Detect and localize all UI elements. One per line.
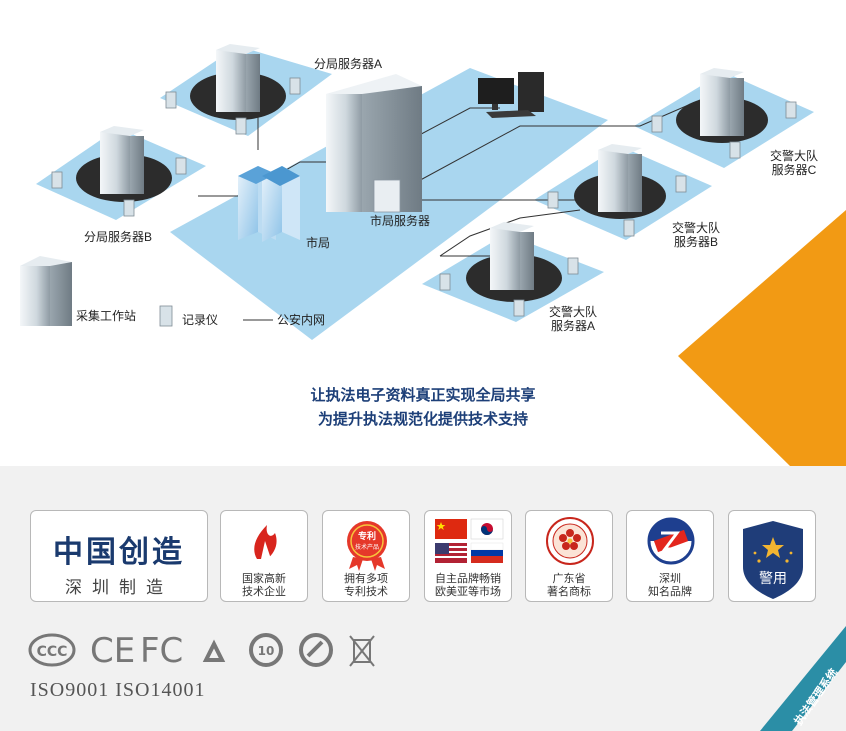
label-traffic-a-line1: 交警大队 (548, 305, 597, 319)
legend-icons (20, 256, 273, 327)
russia-flag-icon (470, 542, 504, 551)
ccc-icon: CCC (28, 633, 76, 667)
badge-high-tech-line2: 技术企业 (242, 586, 286, 598)
badge-patent-line2: 专利技术 (344, 586, 388, 598)
label-traffic-server-a: 交警大队 服务器A (543, 305, 603, 333)
label-traffic-a-line2: 服务器A (550, 319, 595, 333)
label-city-server: 市局服务器 (370, 214, 431, 228)
police-use-label: 警用 (759, 571, 787, 587)
certification-marks: CCC CE FC 10 (28, 632, 375, 671)
svg-text:10: 10 (258, 644, 275, 658)
weee-bin-icon (349, 635, 375, 667)
label-branch-server-a: 分局服务器A (314, 57, 383, 71)
legend-workstation: 采集工作站 (76, 309, 137, 323)
badge-export-markets: 自主品牌畅销 欧美亚等市场 (424, 510, 512, 602)
label-city-bureau: 市局 (306, 236, 331, 250)
slogan-line-1: 让执法电子资料真正实现全局共享 (310, 387, 536, 404)
shenzhen-brand-icon (647, 517, 695, 565)
badge-patent-line1: 拥有多项 (344, 573, 388, 585)
badge-panel: 中国创造 深圳制造 国家高新 技术企业 专利 技术产品 拥有多项 专利技术 (0, 466, 846, 731)
made-in-china-badge: 中国创造 深圳制造 (30, 510, 208, 602)
branch-servers (100, 44, 744, 290)
badge-high-tech-line1: 国家高新 (242, 573, 286, 585)
ce-mark-icon: CE (90, 632, 135, 671)
badge-patent-caption: 拥有多项 专利技术 (323, 573, 409, 599)
legend-recorder: 记录仪 (182, 313, 219, 327)
badge-export-line1: 自主品牌畅销 (435, 573, 501, 585)
badge-high-tech-caption: 国家高新 技术企业 (221, 573, 307, 599)
made-in-china-title: 中国创造 (53, 535, 185, 570)
city-server (326, 74, 422, 213)
china-flag-icon (435, 519, 467, 539)
badge-shenzhen-brand: 深圳 知名品牌 (626, 510, 714, 602)
label-traffic-server-b: 交警大队 服务器B (666, 221, 726, 249)
patent-stamp-line2: 技术产品 (355, 543, 379, 551)
legend-network: 公安内网 (277, 313, 326, 327)
e-cycle-icon (299, 633, 333, 667)
iso-certifications: ISO9001 ISO14001 (30, 679, 206, 701)
badge-shenzhen-caption: 深圳 知名品牌 (627, 573, 713, 599)
badge-high-tech-enterprise: 国家高新 技术企业 (220, 510, 308, 602)
label-traffic-server-c: 交警大队 服务器C (764, 149, 824, 177)
police-shield-icon: 警用 (743, 521, 803, 599)
network-diagram: 分局服务器A 分局服务器B 市局服务器 市局 交警大队 服务器C 交警大队 服务… (20, 44, 846, 466)
badge-shenzhen-line1: 深圳 (659, 573, 681, 585)
badge-patent: 专利 技术产品 拥有多项 专利技术 (322, 510, 410, 602)
badge-trademark-line1: 广东省 (552, 573, 586, 585)
fcc-mark-icon: FC (140, 632, 183, 671)
badge-export-line2: 欧美亚等市场 (435, 586, 501, 598)
10-year-eco-icon: 10 (249, 633, 283, 667)
slogan-line-2: 为提升执法规范化提供技术支持 (317, 411, 528, 428)
orange-corner-shape (678, 210, 846, 466)
label-traffic-c-line1: 交警大队 (769, 149, 818, 163)
badge-police-use: 警用 (728, 510, 816, 602)
made-in-shenzhen-subtitle: 深圳制造 (65, 578, 173, 598)
country-flags-icon (435, 518, 504, 563)
badge-shenzhen-line2: 知名品牌 (648, 586, 692, 598)
patent-stamp-line1: 专利 (358, 530, 376, 542)
label-branch-server-b: 分局服务器B (84, 230, 153, 244)
badge-trademark-caption: 广东省 著名商标 (526, 573, 612, 599)
corner-ribbon: 执法管理系统 (760, 626, 846, 731)
badge-guangdong-trademark: 广东省 著名商标 (525, 510, 613, 602)
city-buildings (238, 166, 300, 242)
patent-stamp-icon: 专利 技术产品 (347, 521, 387, 571)
high-tech-flame-icon (254, 525, 277, 559)
badge-trademark-line2: 著名商标 (547, 586, 591, 598)
svg-text:CCC: CCC (37, 644, 68, 660)
desktop-computer (478, 72, 544, 118)
diagram-graphics (20, 44, 846, 466)
badge-export-caption: 自主品牌畅销 欧美亚等市场 (425, 573, 511, 599)
trademark-seal-icon (546, 517, 594, 565)
label-traffic-b-line1: 交警大队 (671, 221, 720, 235)
label-traffic-b-line2: 服务器B (673, 235, 718, 249)
label-traffic-c-line2: 服务器C (771, 163, 817, 177)
recorder-devices (51, 77, 797, 317)
recycle-icon (202, 639, 226, 662)
